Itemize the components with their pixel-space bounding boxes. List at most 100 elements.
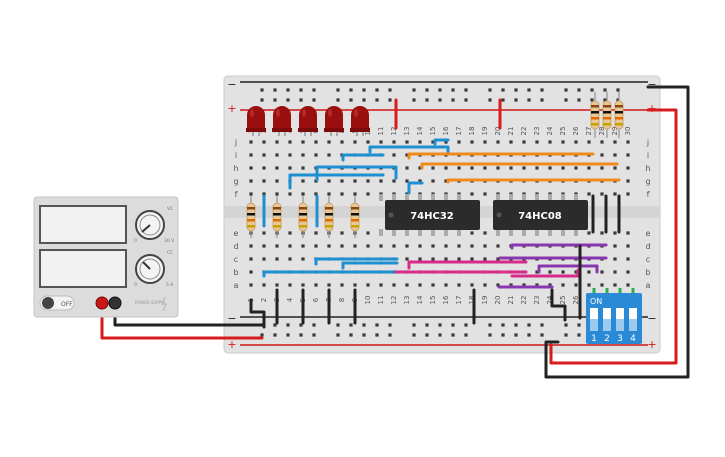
breadboard-hole[interactable] — [327, 179, 331, 183]
breadboard-hole[interactable] — [561, 270, 565, 274]
breadboard-hole[interactable] — [600, 283, 604, 287]
rail-hole[interactable] — [312, 333, 316, 337]
rail-hole[interactable] — [616, 88, 620, 92]
rail-hole[interactable] — [349, 333, 353, 337]
breadboard-hole[interactable] — [392, 283, 396, 287]
rail-hole[interactable] — [438, 98, 442, 102]
breadboard-hole[interactable] — [483, 166, 487, 170]
rail-hole[interactable] — [451, 323, 455, 327]
rail-hole[interactable] — [388, 333, 392, 337]
breadboard-hole[interactable] — [353, 179, 357, 183]
dip-toggle-knob[interactable] — [629, 319, 637, 331]
breadboard-hole[interactable] — [379, 140, 383, 144]
rail-hole[interactable] — [464, 98, 468, 102]
breadboard-hole[interactable] — [288, 192, 292, 196]
breadboard-hole[interactable] — [314, 192, 318, 196]
breadboard-hole[interactable] — [275, 257, 279, 261]
rail-hole[interactable] — [540, 98, 544, 102]
breadboard-hole[interactable] — [275, 192, 279, 196]
breadboard-hole[interactable] — [418, 166, 422, 170]
breadboard-hole[interactable] — [366, 140, 370, 144]
rail-hole[interactable] — [577, 333, 581, 337]
breadboard-hole[interactable] — [548, 166, 552, 170]
rail-hole[interactable] — [577, 323, 581, 327]
rail-hole[interactable] — [312, 98, 316, 102]
breadboard-hole[interactable] — [262, 257, 266, 261]
breadboard-hole[interactable] — [301, 166, 305, 170]
rail-hole[interactable] — [299, 88, 303, 92]
breadboard-hole[interactable] — [249, 270, 253, 274]
breadboard-hole[interactable] — [574, 283, 578, 287]
breadboard-hole[interactable] — [470, 140, 474, 144]
breadboard-hole[interactable] — [483, 283, 487, 287]
breadboard-hole[interactable] — [535, 283, 539, 287]
breadboard-hole[interactable] — [405, 179, 409, 183]
rail-hole[interactable] — [501, 98, 505, 102]
breadboard-hole[interactable] — [392, 153, 396, 157]
breadboard-hole[interactable] — [405, 257, 409, 261]
rail-hole[interactable] — [501, 333, 505, 337]
breadboard-hole[interactable] — [561, 283, 565, 287]
breadboard-hole[interactable] — [314, 231, 318, 235]
breadboard-hole[interactable] — [626, 166, 630, 170]
wire-blue[interactable] — [407, 181, 424, 195]
breadboard-hole[interactable] — [613, 140, 617, 144]
breadboard-hole[interactable] — [613, 231, 617, 235]
breadboard-hole[interactable] — [496, 244, 500, 248]
breadboard-hole[interactable] — [353, 192, 357, 196]
breadboard-hole[interactable] — [405, 153, 409, 157]
breadboard-hole[interactable] — [275, 283, 279, 287]
rail-hole[interactable] — [349, 98, 353, 102]
resistor[interactable] — [324, 196, 334, 238]
wire-orange[interactable] — [446, 178, 621, 184]
breadboard-hole[interactable] — [613, 283, 617, 287]
rail-hole[interactable] — [349, 88, 353, 92]
rail-hole[interactable] — [564, 98, 568, 102]
breadboard-hole[interactable] — [483, 244, 487, 248]
breadboard-hole[interactable] — [470, 166, 474, 170]
resistor[interactable] — [590, 92, 600, 138]
breadboard-hole[interactable] — [249, 153, 253, 157]
breadboard-hole[interactable] — [613, 153, 617, 157]
positive-terminal[interactable] — [95, 296, 109, 310]
breadboard-hole[interactable] — [457, 283, 461, 287]
breadboard-hole[interactable] — [418, 257, 422, 261]
rail-hole[interactable] — [527, 323, 531, 327]
breadboard-hole[interactable] — [366, 192, 370, 196]
rail-hole[interactable] — [412, 98, 416, 102]
wire-pink[interactable] — [407, 260, 528, 270]
breadboard-hole[interactable] — [314, 244, 318, 248]
breadboard-hole[interactable] — [314, 140, 318, 144]
breadboard-hole[interactable] — [574, 140, 578, 144]
breadboard-hole[interactable] — [314, 283, 318, 287]
breadboard-hole[interactable] — [249, 166, 253, 170]
breadboard-hole[interactable] — [431, 244, 435, 248]
rail-hole[interactable] — [488, 323, 492, 327]
rail-hole[interactable] — [299, 98, 303, 102]
breadboard-hole[interactable] — [249, 192, 253, 196]
wire-blue[interactable] — [433, 138, 450, 146]
rail-hole[interactable] — [273, 323, 277, 327]
breadboard-hole[interactable] — [327, 244, 331, 248]
resistor[interactable] — [298, 196, 308, 238]
resistor[interactable] — [350, 196, 360, 238]
wire-black[interactable] — [550, 288, 567, 322]
breadboard-hole[interactable] — [262, 166, 266, 170]
breadboard-hole[interactable] — [301, 140, 305, 144]
breadboard-hole[interactable] — [249, 283, 253, 287]
rail-hole[interactable] — [501, 323, 505, 327]
breadboard-hole[interactable] — [587, 192, 591, 196]
wire-blue[interactable] — [262, 270, 423, 278]
breadboard-hole[interactable] — [249, 244, 253, 248]
chip-74hc32[interactable]: 74HC32 — [379, 194, 480, 236]
wire-orange[interactable] — [420, 162, 619, 170]
breadboard-hole[interactable] — [431, 257, 435, 261]
breadboard-hole[interactable] — [275, 153, 279, 157]
rail-hole[interactable] — [336, 323, 340, 327]
rail-hole[interactable] — [273, 333, 277, 337]
breadboard-hole[interactable] — [275, 140, 279, 144]
breadboard-hole[interactable] — [535, 140, 539, 144]
breadboard-hole[interactable] — [340, 140, 344, 144]
rail-hole[interactable] — [362, 88, 366, 92]
